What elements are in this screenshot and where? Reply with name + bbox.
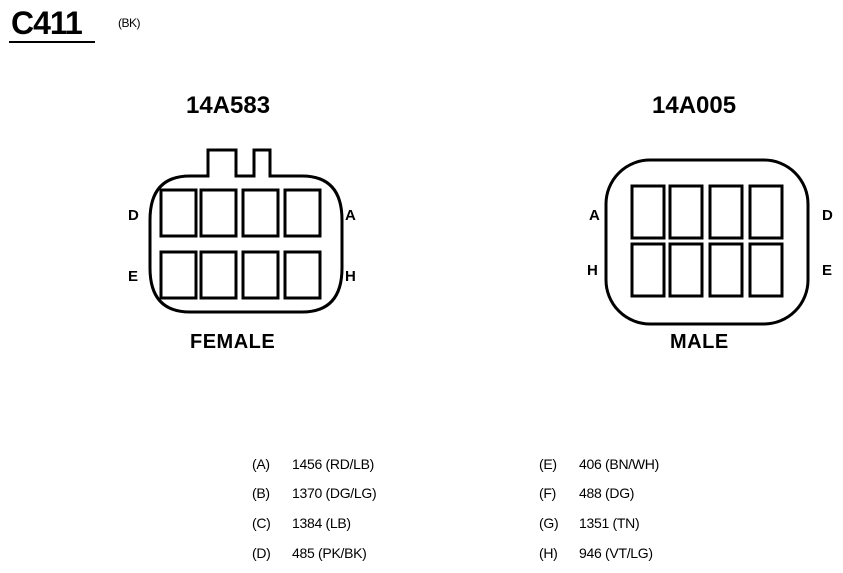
legend-row: (D) 485 (PK/BK): [252, 544, 367, 562]
legend-circuit: 485 (PK/BK): [292, 545, 367, 561]
legend-pin: (G): [539, 515, 559, 531]
legend-row: (H) 946 (VT/LG): [539, 544, 653, 562]
female-connector-housing: [148, 148, 344, 314]
legend-pin: (C): [252, 515, 271, 531]
female-cavity: [241, 188, 280, 238]
female-cavity: [283, 250, 322, 300]
legend-row: (C) 1384 (LB): [252, 514, 351, 532]
female-label: FEMALE: [190, 331, 276, 353]
title-underline: [9, 41, 95, 43]
male-pin-label-bottom-left: H: [587, 262, 598, 279]
female-part-number: 14A583: [186, 92, 271, 119]
female-cavity: [283, 188, 322, 238]
connector-id: C411: [11, 5, 83, 41]
female-pin-label-bottom-left: E: [128, 268, 139, 285]
male-label: MALE: [670, 331, 729, 353]
legend-circuit: 406 (BN/WH): [579, 456, 659, 472]
legend-row: (F) 488 (DG): [539, 484, 634, 502]
female-cavity: [159, 250, 198, 300]
legend-pin: (F): [539, 485, 556, 501]
male-pin-label-top-right: D: [822, 207, 833, 224]
female-pin-label-bottom-right: H: [345, 268, 356, 285]
legend-row: (E) 406 (BN/WH): [539, 455, 659, 473]
legend-circuit: 1456 (RD/LB): [292, 456, 374, 472]
female-cavity: [241, 250, 280, 300]
male-part-number: 14A005: [652, 92, 737, 119]
male-pin-label-top-left: A: [589, 207, 600, 224]
legend-row: (G) 1351 (TN): [539, 514, 640, 532]
female-pin-label-top-left: D: [128, 207, 139, 224]
female-pin-label-top-right: A: [345, 207, 356, 224]
legend-pin: (D): [252, 545, 271, 561]
male-pin-label-bottom-right: E: [822, 262, 833, 279]
legend-pin: (E): [539, 456, 557, 472]
female-cavity: [199, 250, 238, 300]
legend-circuit: 1351 (TN): [579, 515, 640, 531]
legend-circuit: 1370 (DG/LG): [292, 485, 377, 501]
female-connector-face: [148, 148, 344, 314]
legend-pin: (B): [252, 485, 270, 501]
connector-color-code: (BK): [118, 16, 141, 30]
male-connector-housing: [604, 158, 810, 326]
legend-circuit: 1384 (LB): [292, 515, 351, 531]
legend-pin: (H): [539, 545, 558, 561]
female-cavity: [159, 188, 198, 238]
male-pin: [748, 184, 784, 240]
male-pin: [668, 184, 704, 240]
legend-circuit: 946 (VT/LG): [579, 545, 653, 561]
male-pin: [630, 242, 666, 298]
male-pin: [748, 242, 784, 298]
legend-row: (B) 1370 (DG/LG): [252, 484, 377, 502]
male-pin: [668, 242, 704, 298]
male-pin: [708, 242, 744, 298]
legend-row: (A) 1456 (RD/LB): [252, 455, 374, 473]
male-connector-face: [604, 158, 810, 326]
legend-circuit: 488 (DG): [579, 485, 635, 501]
legend-pin: (A): [252, 456, 270, 472]
male-pin: [630, 184, 666, 240]
female-cavity: [199, 188, 238, 238]
male-pin: [708, 184, 744, 240]
